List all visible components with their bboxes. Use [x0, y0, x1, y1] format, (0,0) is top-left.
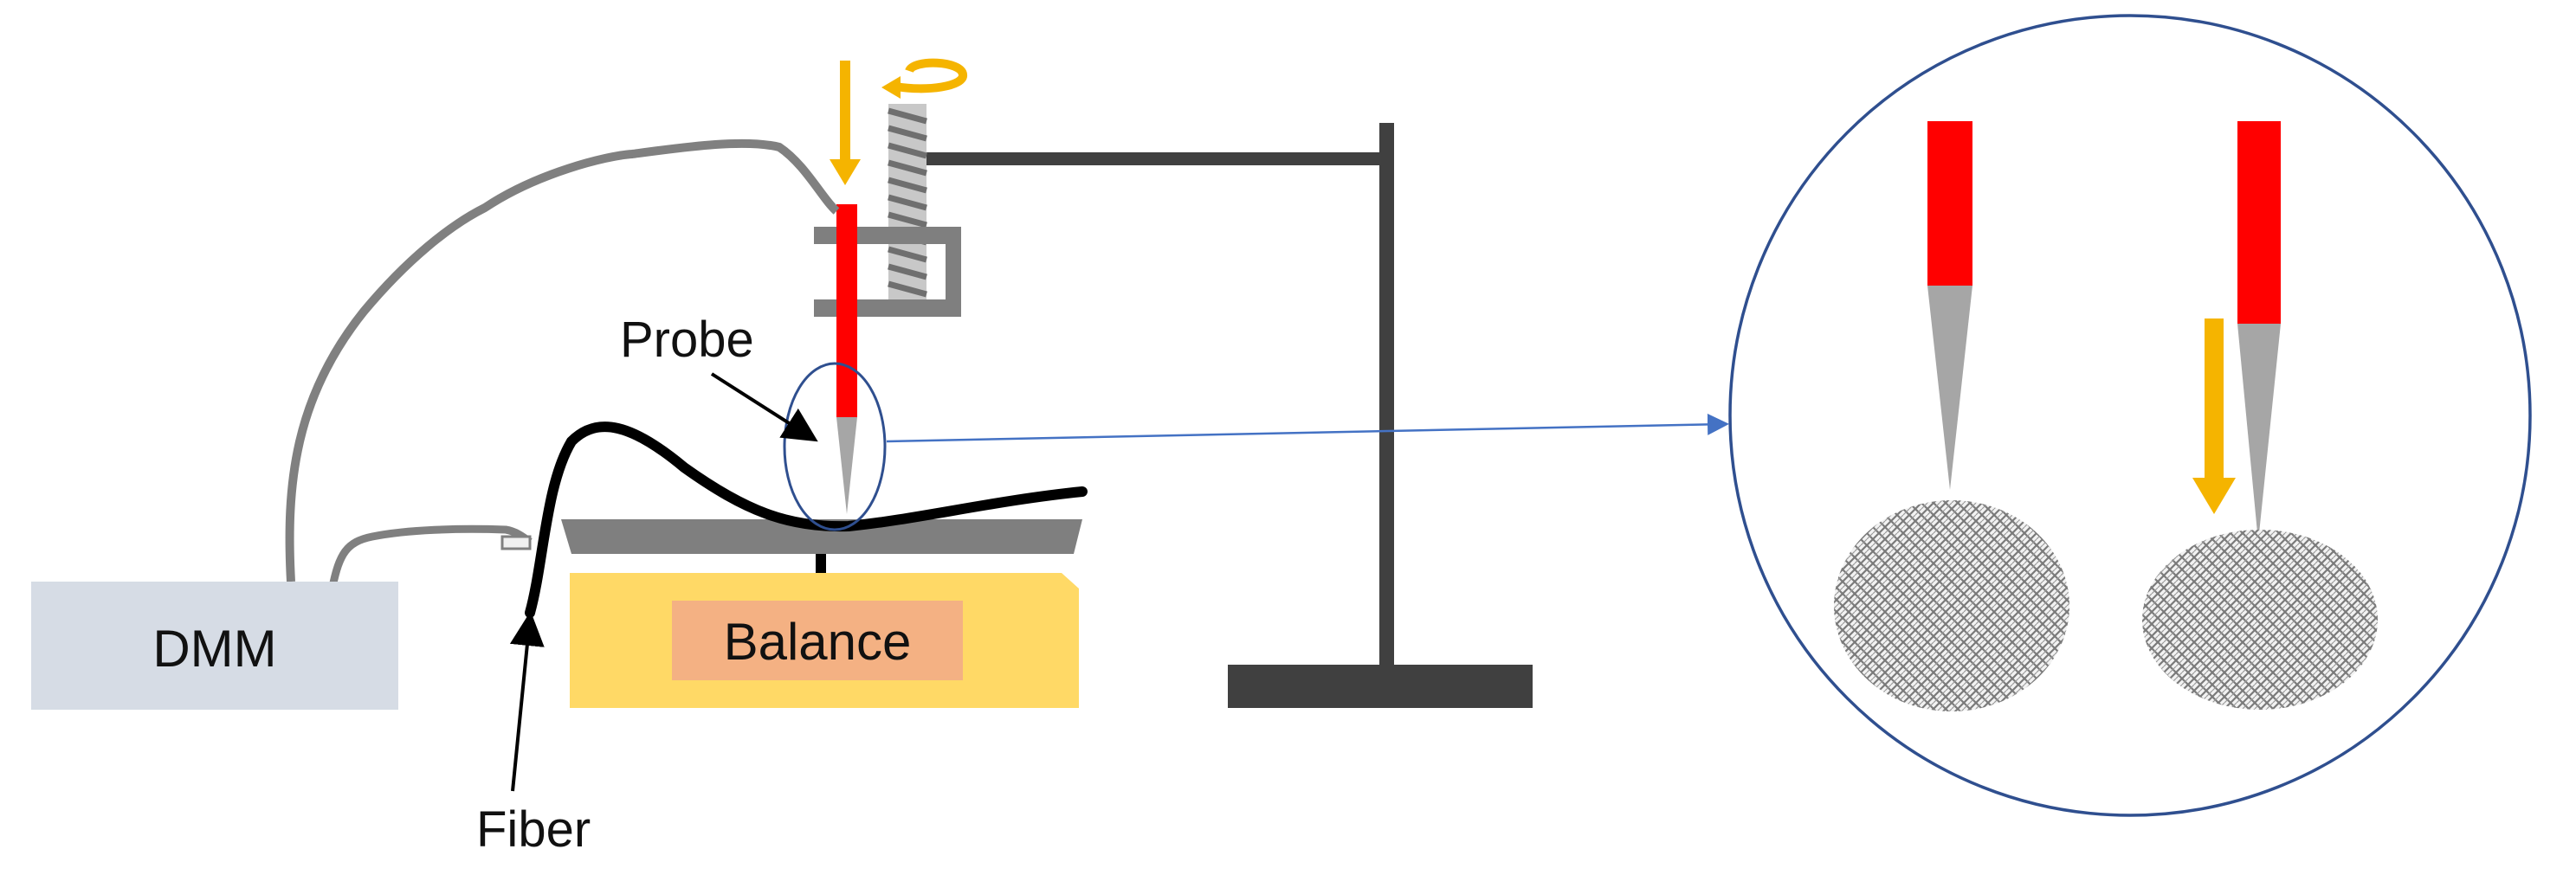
probe-clamp: [814, 227, 961, 317]
probe-body: [836, 204, 857, 417]
fiber-label: Fiber: [476, 801, 591, 858]
magnified-view-circle: [1728, 14, 2532, 817]
probe-tip: [836, 417, 857, 514]
magnified-fiber-cross-section-right: [2142, 530, 2378, 710]
circular-rotation-arrow-icon: [881, 58, 967, 99]
balance-pan: [561, 519, 1082, 554]
ring-stand: [901, 123, 1533, 708]
stand-pole: [1379, 123, 1394, 668]
balance: Balance: [561, 519, 1082, 708]
magnifier-target-ellipse: [783, 362, 887, 531]
down-arrow-icon: [2192, 318, 2236, 514]
probe-pointer-arrow: [710, 372, 818, 442]
dmm-box: DMM: [31, 582, 398, 710]
magnified-fiber-cross-section-left: [1834, 500, 2069, 711]
magnified-view: [1728, 14, 2532, 817]
probe-label: Probe: [620, 312, 754, 368]
magnified-probe-tip-right: [2237, 324, 2281, 542]
magnified-probe-body-left: [1927, 121, 1972, 286]
balance-display: [672, 601, 963, 680]
probe-cable: [285, 138, 840, 582]
stand-arm: [901, 152, 1385, 165]
magnifier-connector-line: [886, 413, 1729, 443]
fiber-cable: [328, 524, 533, 588]
fiber: [525, 421, 1088, 618]
down-arrow-icon: [830, 61, 861, 185]
fiber-pointer-arrow: [509, 611, 545, 792]
fiber-connector: [500, 535, 532, 550]
magnified-probe-tip-left: [1927, 286, 1972, 490]
dmm-label: DMM: [152, 620, 276, 678]
balance-label: Balance: [724, 613, 912, 671]
magnified-probe-body-right: [2237, 121, 2281, 324]
stand-base: [1228, 665, 1533, 708]
probe: [836, 204, 857, 514]
screw-spring: [888, 104, 927, 312]
